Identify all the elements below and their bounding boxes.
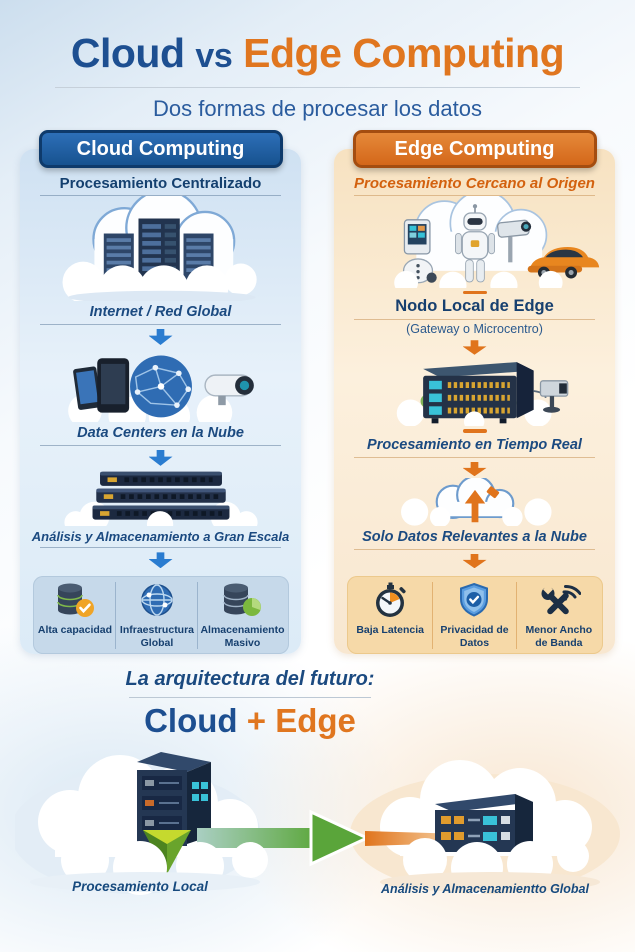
header-divider <box>55 87 580 88</box>
feature-infraestructura-global: Infraestructura Global <box>115 582 197 650</box>
down-arrow-icon <box>462 340 487 355</box>
cloud-computing-panel: Cloud Computing Procesamiento Centraliza… <box>20 130 301 655</box>
upload-arrow <box>464 490 485 523</box>
feature-label: Privacidad de Datos <box>440 624 509 649</box>
car <box>527 247 599 279</box>
divider <box>353 319 596 321</box>
server-stack-illustration <box>63 471 258 527</box>
combo-cloud: Cloud <box>144 702 238 739</box>
edge-step3-label: Solo Datos Relevantes a la Nube <box>362 528 587 545</box>
header: Cloud vs Edge Computing Dos formas de pr… <box>0 0 635 122</box>
database-check-icon <box>57 583 94 618</box>
title-cloud: Cloud <box>70 30 185 76</box>
cloud-data-center-illustration <box>62 196 257 302</box>
bottom-scene <box>15 752 620 895</box>
combo-edge: Edge <box>275 702 356 739</box>
down-arrow-icon <box>148 328 173 345</box>
cloud-step1-label: Internet / Red Global <box>89 304 232 321</box>
footer-heading-block: La arquitectura del futuro: Cloud + Edge <box>0 668 500 740</box>
edge-node-title: Nodo Local de Edge <box>395 297 554 316</box>
security-camera <box>203 374 254 406</box>
edge-header-pill: Edge Computing <box>352 130 597 168</box>
footer-heading: La arquitectura del futuro: <box>125 668 375 690</box>
title-edge: Edge Computing <box>243 30 565 76</box>
gateway-rows <box>428 380 510 415</box>
footer-right-label: Análisis y Almacenamientto Global <box>381 882 589 896</box>
cloud-header-pill: Cloud Computing <box>38 130 283 168</box>
edge-node-subtitle: (Gateway o Microcentro) <box>406 322 543 337</box>
feature-label: Baja Latencia <box>356 624 425 637</box>
page-subtitle: Dos formas de procesar los datos <box>153 96 482 121</box>
cloud-features-card: Alta capacidad Infraestructura Global <box>32 576 289 655</box>
cloud-tagline: Procesamiento Centralizado <box>59 175 262 192</box>
down-arrow-icon <box>148 552 173 569</box>
feature-label: Infraestructura Global <box>119 624 195 649</box>
feature-baja-latencia: Baja Latencia <box>349 582 432 649</box>
page-title: Cloud vs Edge Computing <box>0 30 635 77</box>
feature-privacidad-datos: Privacidad de Datos <box>431 582 516 649</box>
orange-dash-icon <box>462 290 487 295</box>
transfer-arrow <box>197 809 463 867</box>
footer-combo-title: Cloud + Edge <box>0 702 500 740</box>
orange-dash-icon <box>462 429 487 433</box>
feature-menor-ancho-banda: Menor Ancho de Banda <box>516 582 600 649</box>
database-pie-icon <box>223 583 262 617</box>
network-globe <box>129 355 192 418</box>
tablet <box>72 366 101 410</box>
feature-almacenamiento-masivo: Almacenamiento Masivo <box>197 582 286 650</box>
globe-icon <box>141 584 173 617</box>
wrench-wifi-icon <box>541 584 582 615</box>
iot-robots-car-camera-illustration <box>393 196 599 288</box>
cloud-step3-label: Análisis y Almacenamiento a Gran Escala <box>31 529 290 545</box>
stopwatch-icon <box>376 582 406 618</box>
footer-section: La arquitectura del futuro: Cloud + Edge <box>0 668 635 927</box>
smartphone <box>96 358 129 413</box>
cloud-plus-edge-illustration: Procesamiento Local Análisis y Almacenam… <box>15 742 620 927</box>
footer-left-label: Procesamiento Local <box>72 879 208 894</box>
edge-gateway-box-illustration <box>396 361 568 427</box>
shield-check-icon <box>460 583 489 617</box>
edge-features-card: Baja Latencia Privacidad de Datos <box>346 576 603 654</box>
edge-step2-label: Procesamiento en Tiempo Real <box>367 436 582 453</box>
down-arrow-icon <box>462 553 487 569</box>
divider <box>39 444 282 446</box>
feature-label: Alta capacidad <box>37 624 113 637</box>
cloud-upload-illustration <box>400 478 552 526</box>
devices-globe-camera-illustration <box>67 355 254 422</box>
edge-tagline: Procesamiento Cercano al Origen <box>354 175 595 192</box>
title-vs: vs <box>195 37 233 75</box>
divider <box>39 547 282 549</box>
down-arrow-icon <box>148 449 173 466</box>
iot-kiosk <box>403 219 431 255</box>
feature-label: Menor Ancho de Banda <box>525 624 593 649</box>
combo-plus: + <box>246 702 267 739</box>
feature-alta-capacidad: Alta capacidad <box>35 582 116 649</box>
divider <box>353 456 596 458</box>
cloud-step2-label: Data Centers en la Nube <box>77 424 244 441</box>
edge-computing-panel: Edge Computing Procesamiento Cercano al … <box>334 130 615 654</box>
divider <box>353 548 596 550</box>
side-camera <box>533 379 568 413</box>
down-arrow-icon <box>462 461 487 477</box>
feature-label: Almacenamiento Masivo <box>200 624 285 649</box>
divider <box>129 697 371 698</box>
humanoid-robot <box>454 204 495 283</box>
comparison-columns: Cloud Computing Procesamiento Centraliza… <box>0 130 635 655</box>
divider <box>39 323 282 325</box>
pole-camera <box>496 219 531 263</box>
